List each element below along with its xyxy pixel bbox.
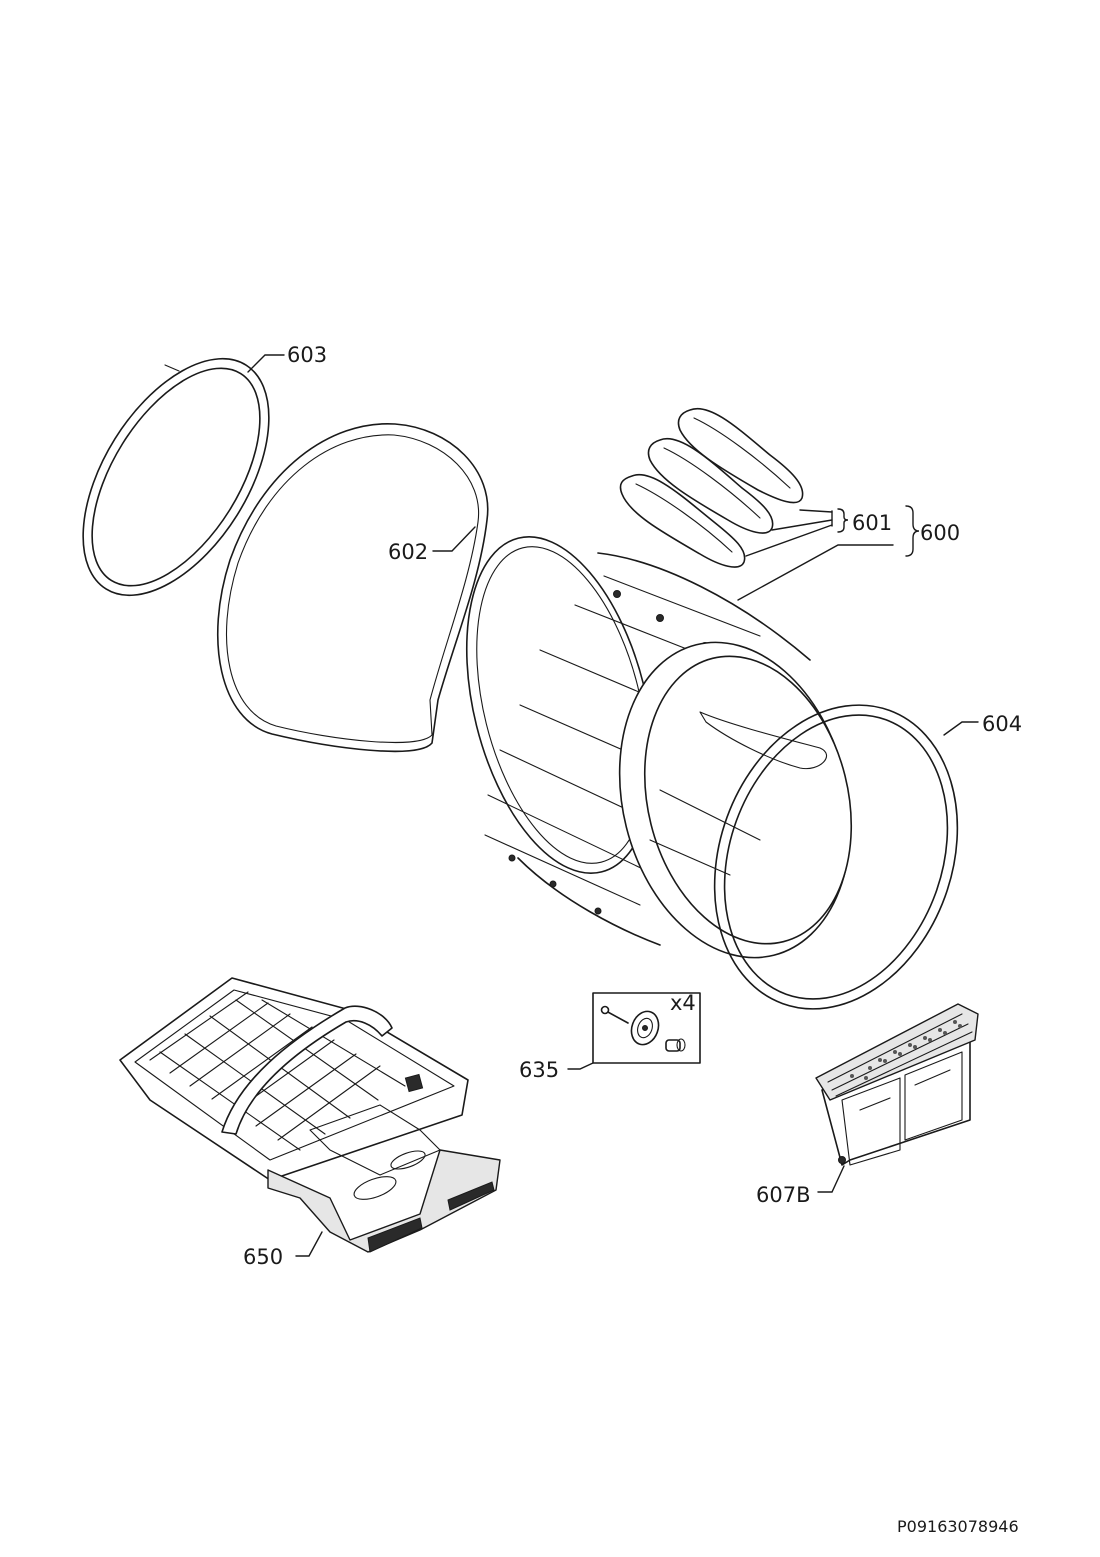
label-603: 603 — [287, 343, 327, 367]
leader-635 — [567, 1062, 594, 1070]
label-602: 602 — [388, 540, 428, 564]
leader-601 — [745, 508, 849, 557]
label-635: 635 — [519, 1058, 559, 1082]
leader-600 — [737, 505, 920, 601]
leader-604 — [943, 721, 979, 736]
part-650-drying-rack — [119, 977, 501, 1253]
leader-650 — [295, 1231, 323, 1257]
part-604-seal-ring — [713, 704, 959, 1010]
label-600: 600 — [920, 521, 960, 545]
leader-607b — [817, 1165, 845, 1193]
leader-602 — [432, 526, 476, 552]
part-601-drum-lifters — [619, 407, 804, 568]
label-650: 650 — [243, 1245, 283, 1269]
label-604: 604 — [982, 712, 1022, 736]
leader-603 — [247, 354, 285, 373]
drawing-reference-number: P09163078946 — [897, 1517, 1019, 1536]
label-607b: 607B — [756, 1183, 811, 1207]
drum-body — [465, 536, 853, 959]
label-601: 601 — [852, 511, 892, 535]
part-607b-filter — [815, 1003, 979, 1166]
part-603-seal-ring — [82, 357, 270, 597]
label-635-quantity: x4 — [670, 991, 696, 1015]
part-635-roller-kit — [592, 992, 701, 1064]
part-602-drum-belt — [216, 423, 489, 753]
